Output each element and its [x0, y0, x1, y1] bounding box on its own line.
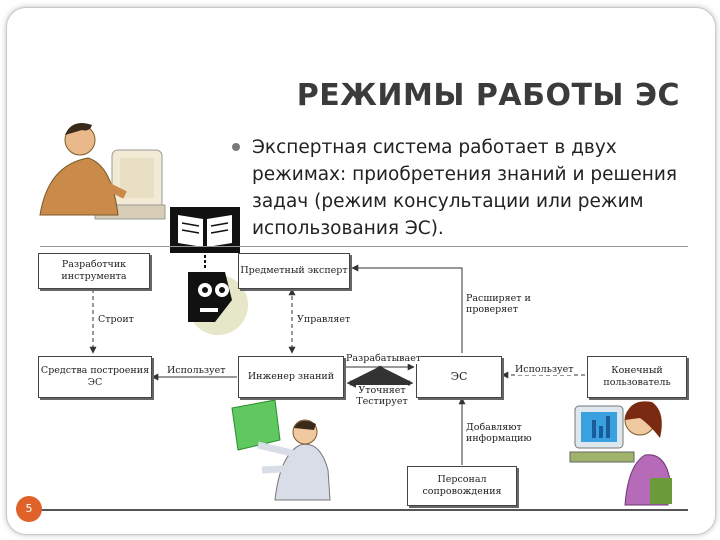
- box-support-staff: Персонал сопровождения: [407, 466, 517, 506]
- header-divider: [40, 246, 688, 247]
- box-end-user: Конечный пользователь: [587, 356, 687, 398]
- book-and-face-clipart: [170, 207, 248, 335]
- box-tools: Средства построения ЭС: [38, 356, 152, 398]
- edge-label-uses-es: Использует: [515, 364, 574, 375]
- box-es: ЭС: [416, 356, 502, 398]
- presenter-clipart: [231, 399, 331, 501]
- page-number-badge: 5: [16, 496, 42, 522]
- edge-label-develops: Разрабатывает: [346, 353, 422, 364]
- bullet-text: Экспертная система работает в двух режим…: [252, 137, 678, 239]
- woman-at-computer-clipart: [569, 401, 672, 506]
- edge-label-uses-tools: Использует: [167, 365, 226, 376]
- diagram-arrows: [89, 264, 585, 465]
- box-knowledge-engineer: Инженер знаний: [238, 356, 344, 398]
- edge-label-guides: Управляет: [297, 314, 351, 325]
- edge-label-builds: Строит: [98, 314, 134, 325]
- box-domain-expert: Предметный эксперт: [238, 253, 350, 289]
- slide-title: РЕЖИМЫ РАБОТЫ ЭС: [296, 78, 680, 113]
- footer-line: [40, 509, 688, 511]
- edge-label-expands-checks: Расширяет и проверяет: [466, 293, 546, 315]
- bullet-marker: [232, 143, 240, 151]
- box-developer: Разработчик инструмента: [38, 253, 150, 289]
- edge-label-refines-tests: Уточняет Тестирует: [356, 385, 408, 407]
- edge-label-adds-info: Добавляют информацию: [466, 422, 546, 444]
- man-at-computer-clipart: [39, 122, 166, 220]
